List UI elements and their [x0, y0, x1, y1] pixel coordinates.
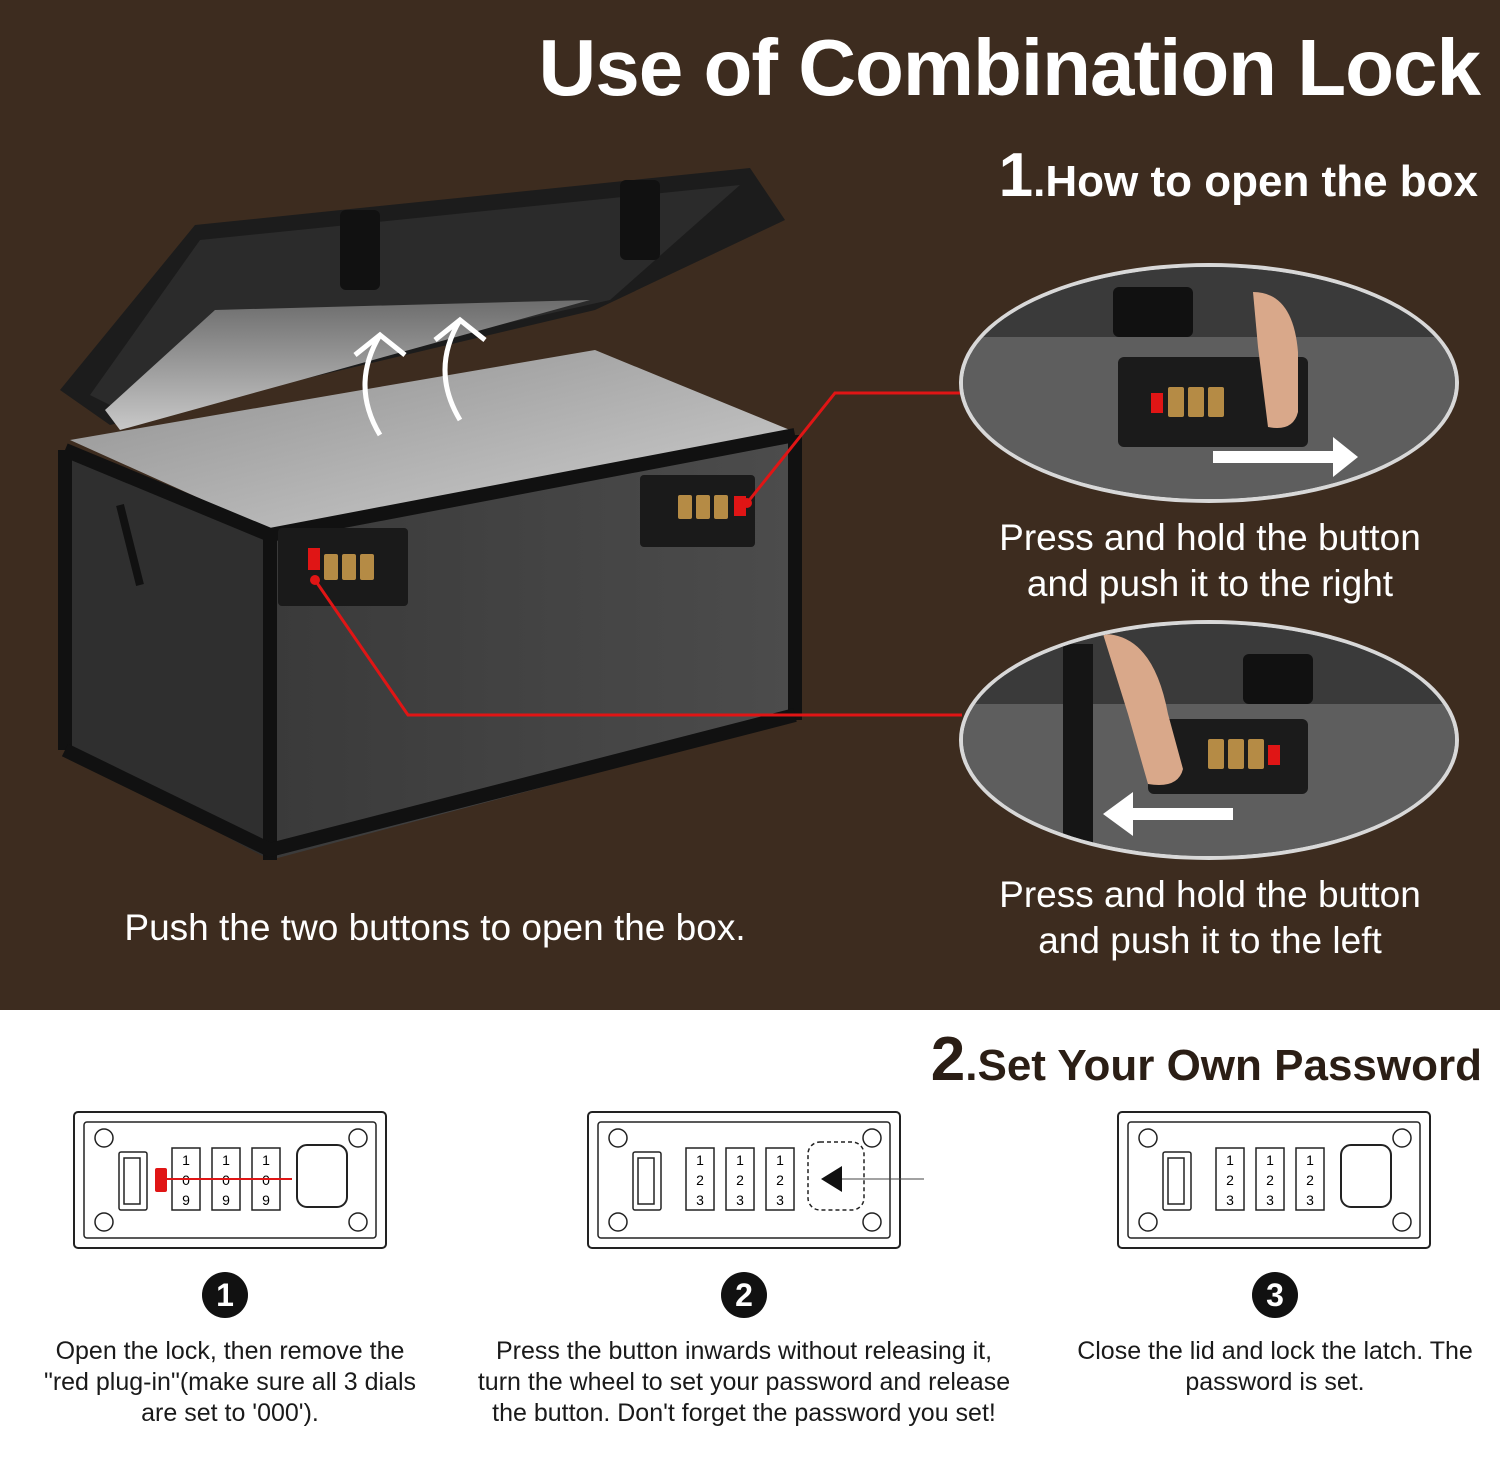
section2-title: 2.Set Your Own Password	[931, 1024, 1482, 1095]
step3-dial2-bot: 3	[1266, 1192, 1274, 1208]
step2-dial1-top: 1	[696, 1152, 704, 1168]
step1-badge: 1	[202, 1272, 248, 1318]
step3-dial2-mid: 2	[1266, 1172, 1274, 1188]
step2-dial2-top: 1	[736, 1152, 744, 1168]
section2-number: 2	[930, 1025, 966, 1094]
step1-dial3-bot: 9	[262, 1192, 270, 1208]
caption-push-left: Press and hold the button and push it to…	[960, 872, 1460, 964]
step3-dial1-bot: 3	[1226, 1192, 1234, 1208]
caption-push-right-line1: Press and hold the button	[999, 517, 1421, 558]
step3-dial2-top: 1	[1266, 1152, 1274, 1168]
step3-text: Close the lid and lock the latch. The pa…	[1077, 1337, 1473, 1396]
step2-dial3-top: 1	[776, 1152, 784, 1168]
step2-dial3-bot: 3	[776, 1192, 784, 1208]
caption-push-left-line1: Press and hold the button	[999, 874, 1421, 915]
step2-dial2-mid: 2	[736, 1172, 744, 1188]
section1-title: 1.How to open the box	[999, 140, 1478, 211]
top-panel: Use of Combination Lock 1.How to open th…	[0, 0, 1500, 1010]
step1-lock-diagram: 1 0 9 1 0 9 1 0 9	[73, 1111, 387, 1249]
caption-push-right: Press and hold the button and push it to…	[960, 515, 1460, 607]
step2-text: Press the button inwards without releasi…	[477, 1337, 1011, 1427]
step2-badge: 2	[721, 1272, 767, 1318]
step3-dial3-mid: 2	[1306, 1172, 1314, 1188]
step1-dial1-top: 1	[182, 1152, 190, 1168]
step1-dial1-bot: 9	[182, 1192, 190, 1208]
section1-heading: .How to open the box	[1033, 157, 1478, 206]
step1-dial2-top: 1	[222, 1152, 230, 1168]
open-box-illustration	[58, 168, 802, 860]
zoom-push-left	[959, 620, 1459, 860]
step2-dial3-mid: 2	[776, 1172, 784, 1188]
step3-lock-diagram: 1 2 3 1 2 3 1 2 3	[1117, 1111, 1431, 1249]
caption-push-left-line2: and push it to the left	[1038, 920, 1382, 961]
main-title: Use of Combination Lock	[538, 23, 1481, 112]
step3-badge: 3	[1252, 1272, 1298, 1318]
step1-text: Open the lock, then remove the "red plug…	[43, 1337, 417, 1427]
caption-push-both: Push the two buttons to open the box.	[124, 907, 746, 948]
zoom-push-right	[959, 263, 1459, 503]
red-plug-icon	[155, 1168, 167, 1192]
step3-dial3-top: 1	[1306, 1152, 1314, 1168]
step1-dial3-top: 1	[262, 1152, 270, 1168]
bottom-panel: 2.Set Your Own Password 1 0 9 1 0 9 1 0 …	[0, 1010, 1500, 1463]
push-left-detail	[963, 624, 1455, 856]
step2-dial1-bot: 3	[696, 1192, 704, 1208]
caption-push-right-line2: and push it to the right	[1026, 563, 1394, 604]
step2-dial2-bot: 3	[736, 1192, 744, 1208]
push-right-detail	[963, 267, 1455, 499]
step2-dial1-mid: 2	[696, 1172, 704, 1188]
step3-dial1-top: 1	[1226, 1152, 1234, 1168]
press-arrow-icon	[821, 1166, 842, 1192]
step1-dial2-bot: 9	[222, 1192, 230, 1208]
section2-heading: .Set Your Own Password	[965, 1041, 1482, 1090]
step3-dial3-bot: 3	[1306, 1192, 1314, 1208]
section1-number: 1	[998, 141, 1034, 210]
step2-lock-diagram: 1 2 3 1 2 3 1 2 3	[587, 1111, 924, 1249]
step3-dial1-mid: 2	[1226, 1172, 1234, 1188]
